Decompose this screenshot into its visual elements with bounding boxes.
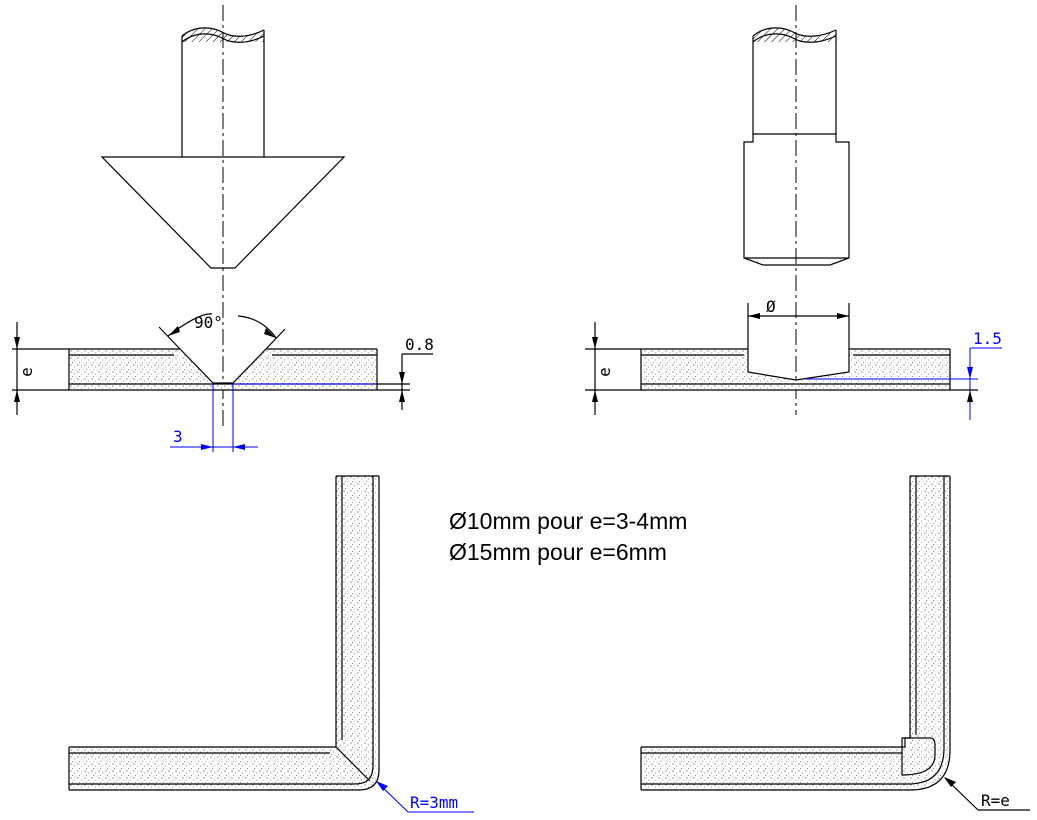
flat-remaining-label: 1.5 bbox=[973, 329, 1002, 348]
flat-remaining-dimension: 1.5 bbox=[950, 329, 1002, 420]
v-tool-group: 90° e 0.8 3 bbox=[12, 5, 434, 452]
folded-panel-v: R=3mm bbox=[68, 475, 474, 813]
flat-thickness-label: e bbox=[595, 367, 614, 377]
diameter-label: Ø bbox=[766, 297, 776, 316]
remaining-label: 0.8 bbox=[405, 335, 434, 354]
folded-panel-flat: R=e bbox=[640, 475, 1030, 811]
diameter-dimension: Ø bbox=[747, 297, 850, 349]
flat-thickness-dimension: e bbox=[585, 322, 641, 415]
flat-tool-group: Ø e 1.5 bbox=[585, 5, 1002, 420]
flat-grooved-panel bbox=[640, 348, 978, 391]
radius-label-v: R=3mm bbox=[410, 793, 458, 812]
v-tool-head bbox=[100, 156, 346, 269]
radius-label-flat: R=e bbox=[981, 791, 1010, 810]
thickness-label: e bbox=[17, 367, 36, 377]
v-width-dimension: 3 bbox=[170, 383, 258, 452]
diameter-notes: Ø10mm pour e=3-4mm Ø15mm pour e=6mm bbox=[449, 508, 687, 565]
v-grooved-panel bbox=[68, 348, 378, 391]
v-thickness-dimension: e bbox=[12, 322, 69, 415]
angle-label: 90° bbox=[194, 313, 223, 332]
v-remaining-dimension: 0.8 bbox=[377, 335, 434, 410]
flat-tool-shaft bbox=[752, 27, 837, 134]
width-label: 3 bbox=[173, 427, 183, 446]
radius-callout-v: R=3mm bbox=[376, 781, 474, 813]
radius-callout-flat: R=e bbox=[944, 777, 1030, 811]
note-line-1: Ø10mm pour e=3-4mm bbox=[449, 508, 687, 534]
note-line-2: Ø15mm pour e=6mm bbox=[449, 539, 667, 565]
v-angle-dimension: 90° bbox=[158, 313, 286, 350]
